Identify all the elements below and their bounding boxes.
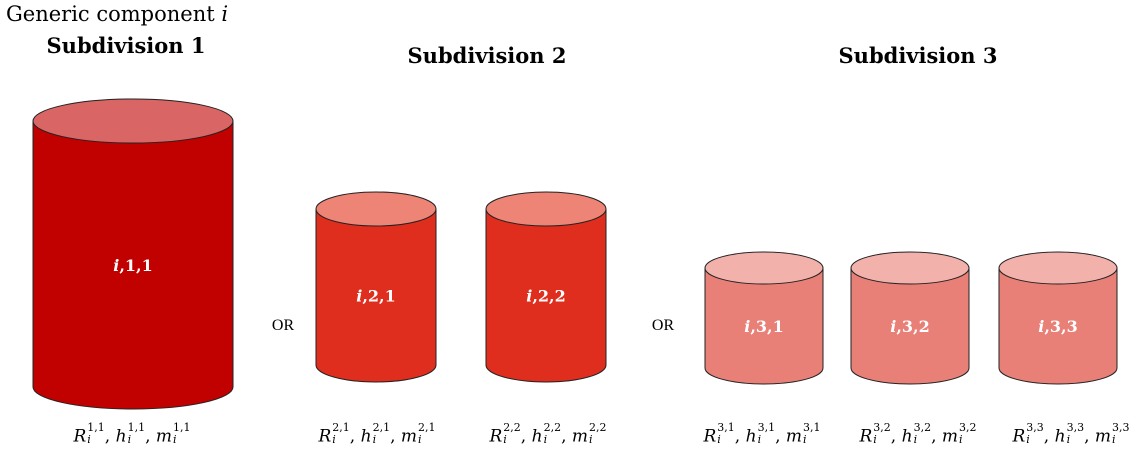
- cylinder-body: [850, 267, 970, 385]
- cylinder-top: [998, 251, 1118, 285]
- cylinder-top: [32, 98, 234, 144]
- cylinder-2-1: i,2,1: [315, 191, 437, 383]
- cylinder-label: i,1,1: [113, 256, 152, 275]
- subdivision-3-heading: Subdivision 3: [838, 43, 998, 68]
- cylinder-label: i,3,2: [890, 317, 929, 336]
- cylinder-top: [850, 251, 970, 285]
- cylinder-body: [485, 208, 607, 383]
- caption-variable: i: [221, 2, 229, 26]
- or-separator-2: OR: [651, 317, 675, 334]
- cylinder-3-2: i,3,2: [850, 251, 970, 385]
- cylinder-body: [32, 120, 234, 410]
- cylinder-3-3: i,3,3: [998, 251, 1118, 385]
- cylinder-top: [485, 191, 607, 227]
- cylinder-label: i,3,3: [1038, 317, 1077, 336]
- cylinder-top: [704, 251, 824, 285]
- cylinder-body: [315, 208, 437, 383]
- subdivision-2-heading: Subdivision 2: [407, 43, 567, 68]
- cylinder-top: [315, 191, 437, 227]
- subdivision-1-heading: Subdivision 1: [46, 33, 206, 58]
- cylinder-label: i,3,1: [744, 317, 783, 336]
- cylinder-label: i,2,1: [356, 287, 395, 306]
- or-separator-1: OR: [271, 317, 295, 334]
- cylinder-3-1: i,3,1: [704, 251, 824, 385]
- cylinder-label: i,2,2: [526, 287, 565, 306]
- cylinder-2-2: i,2,2: [485, 191, 607, 383]
- cylinder-body: [704, 267, 824, 385]
- caption-text: Generic component: [6, 2, 222, 26]
- cylinder-body: [998, 267, 1118, 385]
- diagram-caption: Generic component i: [6, 2, 228, 26]
- cylinder-1-1: i,1,1: [32, 98, 234, 410]
